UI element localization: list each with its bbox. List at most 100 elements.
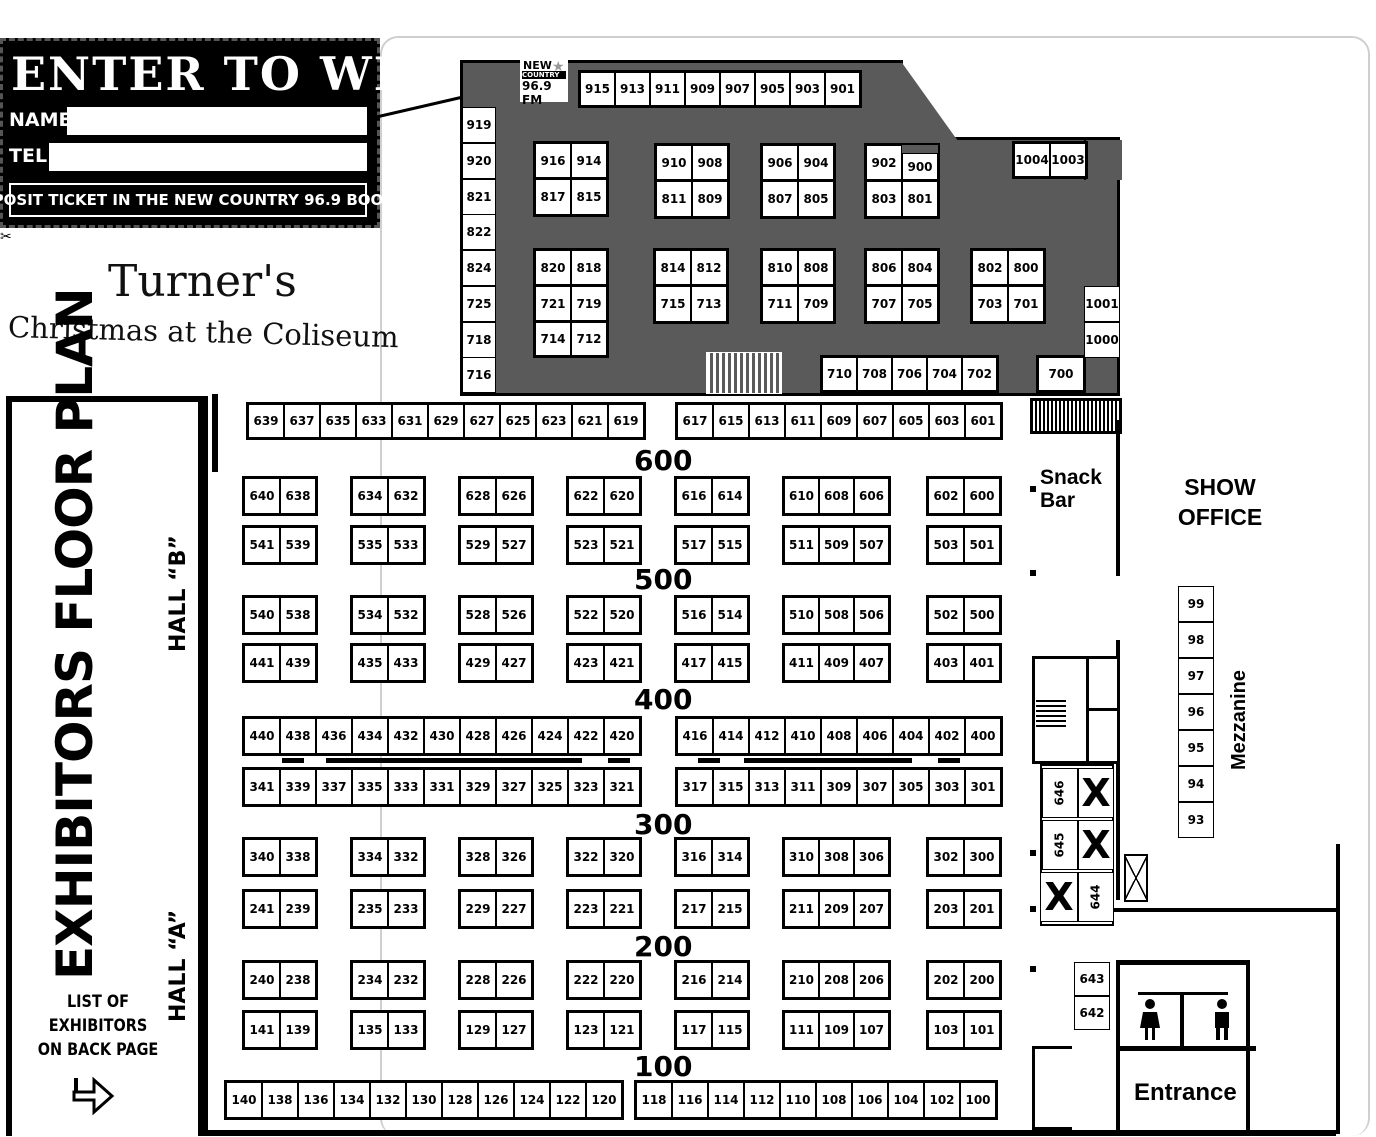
booth-631[interactable]: 631: [392, 404, 428, 438]
booth-407[interactable]: 407: [854, 645, 889, 681]
booth-521[interactable]: 521: [604, 527, 640, 563]
booth-602[interactable]: 602: [928, 478, 964, 514]
booth-503[interactable]: 503: [928, 527, 964, 563]
booth-123[interactable]: 123: [568, 1012, 604, 1048]
booth-423[interactable]: 423: [568, 645, 604, 681]
booth-711[interactable]: 711: [762, 286, 798, 322]
booth-606[interactable]: 606: [854, 478, 889, 514]
booth-306[interactable]: 306: [854, 839, 889, 875]
booth-607[interactable]: 607: [857, 404, 893, 438]
booth-613[interactable]: 613: [749, 404, 785, 438]
booth-824[interactable]: 824: [462, 250, 496, 286]
booth-903[interactable]: 903: [790, 72, 825, 106]
booth-908[interactable]: 908: [692, 145, 728, 181]
booth-326[interactable]: 326: [496, 839, 532, 875]
booth-406[interactable]: 406: [857, 718, 893, 754]
booth-514[interactable]: 514: [712, 597, 748, 633]
booth-500[interactable]: 500: [964, 597, 1000, 633]
booth-523[interactable]: 523: [568, 527, 604, 563]
booth-541[interactable]: 541: [244, 527, 280, 563]
booth-509[interactable]: 509: [819, 527, 854, 563]
booth-103[interactable]: 103: [928, 1012, 964, 1048]
booth-705[interactable]: 705: [902, 286, 938, 322]
booth-619[interactable]: 619: [608, 404, 644, 438]
booth-317[interactable]: 317: [677, 769, 713, 805]
booth-716[interactable]: 716: [462, 357, 496, 393]
booth-638[interactable]: 638: [280, 478, 316, 514]
booth-206[interactable]: 206: [854, 962, 889, 998]
booth-420[interactable]: 420: [604, 718, 640, 754]
booth-109[interactable]: 109: [819, 1012, 854, 1048]
booth-914[interactable]: 914: [571, 143, 607, 179]
booth-311[interactable]: 311: [785, 769, 821, 805]
booth-332[interactable]: 332: [388, 839, 424, 875]
booth-430[interactable]: 430: [424, 718, 460, 754]
booth-646[interactable]: 646: [1042, 768, 1078, 818]
booth-338[interactable]: 338: [280, 839, 316, 875]
booth-411[interactable]: 411: [784, 645, 819, 681]
booth-310[interactable]: 310: [784, 839, 819, 875]
booth-626[interactable]: 626: [496, 478, 532, 514]
booth-404[interactable]: 404: [893, 718, 929, 754]
booth-140[interactable]: 140: [226, 1082, 262, 1118]
booth-220[interactable]: 220: [604, 962, 640, 998]
booth-110[interactable]: 110: [780, 1082, 816, 1118]
booth-906[interactable]: 906: [762, 145, 798, 181]
booth-702[interactable]: 702: [962, 357, 997, 391]
booth-337[interactable]: 337: [316, 769, 352, 805]
booth-341[interactable]: 341: [244, 769, 280, 805]
booth-133[interactable]: 133: [388, 1012, 424, 1048]
booth-540[interactable]: 540: [244, 597, 280, 633]
booth-909[interactable]: 909: [685, 72, 720, 106]
booth-141[interactable]: 141: [244, 1012, 280, 1048]
booth-625[interactable]: 625: [500, 404, 536, 438]
booth-118[interactable]: 118: [636, 1082, 672, 1118]
name-field[interactable]: [67, 107, 367, 135]
booth-820[interactable]: 820: [535, 250, 571, 286]
booth-416[interactable]: 416: [677, 718, 713, 754]
booth-107[interactable]: 107: [854, 1012, 889, 1048]
booth-502[interactable]: 502: [928, 597, 964, 633]
booth-315[interactable]: 315: [713, 769, 749, 805]
booth-821[interactable]: 821: [462, 179, 496, 215]
booth-331[interactable]: 331: [424, 769, 460, 805]
booth-208[interactable]: 208: [819, 962, 854, 998]
booth-401[interactable]: 401: [964, 645, 1000, 681]
booth-129[interactable]: 129: [460, 1012, 496, 1048]
booth-620[interactable]: 620: [604, 478, 640, 514]
booth-120[interactable]: 120: [586, 1082, 622, 1118]
booth-234[interactable]: 234: [352, 962, 388, 998]
booth-817[interactable]: 817: [535, 179, 571, 215]
booth-515[interactable]: 515: [712, 527, 748, 563]
booth-441[interactable]: 441: [244, 645, 280, 681]
booth-800[interactable]: 800: [1008, 250, 1044, 286]
booth-623[interactable]: 623: [536, 404, 572, 438]
booth-203[interactable]: 203: [928, 891, 964, 927]
booth-95[interactable]: 95: [1178, 730, 1214, 766]
booth-621[interactable]: 621: [572, 404, 608, 438]
booth-642[interactable]: 642: [1074, 996, 1110, 1030]
booth-128[interactable]: 128: [442, 1082, 478, 1118]
booth-709[interactable]: 709: [798, 286, 834, 322]
booth-322[interactable]: 322: [568, 839, 604, 875]
booth-314[interactable]: 314: [712, 839, 748, 875]
booth-104[interactable]: 104: [888, 1082, 924, 1118]
booth-226[interactable]: 226: [496, 962, 532, 998]
booth-803[interactable]: 803: [866, 181, 902, 217]
booth-901[interactable]: 901: [825, 72, 860, 106]
booth-810[interactable]: 810: [762, 250, 798, 286]
booth-115[interactable]: 115: [712, 1012, 748, 1048]
booth-316[interactable]: 316: [676, 839, 712, 875]
booth-811[interactable]: 811: [656, 181, 692, 217]
booth-1000[interactable]: 1000: [1084, 322, 1120, 358]
booth-320[interactable]: 320: [604, 839, 640, 875]
booth-302[interactable]: 302: [928, 839, 964, 875]
booth-510[interactable]: 510: [784, 597, 819, 633]
booth-340[interactable]: 340: [244, 839, 280, 875]
booth-639[interactable]: 639: [248, 404, 284, 438]
booth-127[interactable]: 127: [496, 1012, 532, 1048]
booth-313[interactable]: 313: [749, 769, 785, 805]
booth-629[interactable]: 629: [428, 404, 464, 438]
booth-426[interactable]: 426: [496, 718, 532, 754]
booth-307[interactable]: 307: [857, 769, 893, 805]
